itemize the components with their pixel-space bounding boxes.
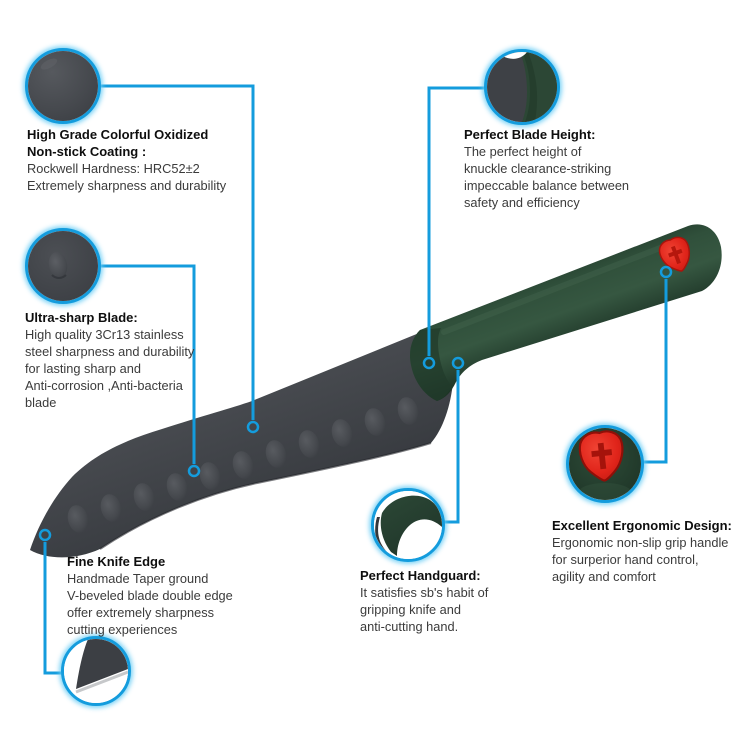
text-line: for surperior hand control, — [552, 552, 699, 567]
callout-circle-coating — [25, 48, 101, 124]
text-line: It satisfies sb's habit of — [360, 585, 489, 600]
text-line: High quality 3Cr13 stainless — [25, 327, 184, 342]
text-line: The perfect height of — [464, 144, 582, 159]
granton-dimples — [67, 397, 419, 533]
connector-dot-handguard — [451, 356, 465, 370]
callout-text-handguard: Perfect Handguard: It satisfies sb's hab… — [360, 567, 488, 635]
text-line: safety and efficiency — [464, 195, 580, 210]
callout-text-blade-height: Perfect Blade Height: The perfect height… — [464, 126, 629, 211]
callout-body: It satisfies sb's habit of gripping knife… — [360, 584, 488, 635]
blade-coating-closeup-icon — [28, 51, 98, 121]
brand-shield-logo — [658, 236, 690, 272]
connector-line-coating — [101, 84, 255, 420]
text-line: Anti-corrosion ,Anti-bacteria — [25, 378, 183, 393]
handle-shield-logo-closeup-icon — [569, 428, 641, 500]
text-line: Rockwell Hardness: HRC52±2 — [27, 161, 200, 176]
text-line: blade — [25, 395, 57, 410]
callout-title: Fine Knife Edge — [67, 553, 233, 570]
text-line: Perfect Blade Height: — [464, 127, 596, 142]
callout-circle-handguard — [371, 488, 445, 562]
text-line: Non-stick Coating : — [27, 144, 147, 159]
text-line: Excellent Ergonomic Design: — [552, 518, 732, 533]
text-line: cutting experiences — [67, 622, 178, 637]
text-line: Ultra-sharp Blade: — [25, 310, 138, 325]
text-line: for lasting sharp and — [25, 361, 141, 376]
callout-text-ergonomic: Excellent Ergonomic Design: Ergonomic no… — [552, 517, 732, 585]
handle-sheen — [441, 238, 681, 335]
text-line: anti-cutting hand. — [360, 619, 459, 634]
text-line: offer extremely sharpness — [67, 605, 214, 620]
text-line: Extremely sharpness and durability — [27, 178, 227, 193]
callout-body: Ergonomic non-slip grip handle for surper… — [552, 534, 732, 585]
connector-line-blade-height — [427, 86, 484, 356]
text-line: Fine Knife Edge — [67, 554, 166, 569]
connector-line-ergonomic — [643, 279, 668, 464]
text-line: V-beveled blade double edge — [67, 588, 233, 603]
connector-lines — [43, 84, 668, 675]
blade-heel-handle-closeup-icon — [487, 52, 557, 122]
text-line: Handmade Taper ground — [67, 571, 209, 586]
connector-dot-blade-height — [422, 356, 436, 370]
blade-edge-line — [99, 442, 432, 550]
blade-dimple-closeup-icon — [28, 231, 98, 301]
connector-dot-ultra-sharp — [187, 464, 201, 478]
callout-body: The perfect height of knuckle clearance-s… — [464, 143, 629, 211]
connector-dots — [38, 265, 673, 542]
callout-title: Perfect Handguard: — [360, 567, 488, 584]
connector-dot-coating — [246, 420, 260, 434]
text-line: impeccable balance between — [464, 178, 630, 193]
callout-text-ultra-sharp: Ultra-sharp Blade: High quality 3Cr13 st… — [25, 309, 194, 411]
text-line: agility and comfort — [552, 569, 656, 584]
text-line: Perfect Handguard: — [360, 568, 481, 583]
callout-title: Perfect Blade Height: — [464, 126, 629, 143]
text-line: High Grade Colorful Oxidized — [27, 127, 209, 142]
handguard-bolster — [410, 328, 452, 401]
connector-line-handguard — [444, 370, 460, 524]
text-line: knuckle clearance-striking — [464, 161, 612, 176]
connector-dot-fine-edge — [38, 528, 52, 542]
connector-line-ultra-sharp — [101, 264, 196, 464]
connector-line-fine-edge — [43, 542, 61, 675]
callout-body: High quality 3Cr13 stainless steel sharpn… — [25, 326, 194, 411]
callout-circle-blade-height — [484, 49, 560, 125]
callout-circle-ergonomic — [566, 425, 644, 503]
handguard-closeup-icon — [374, 491, 442, 559]
knife-edge-bevel-closeup-icon — [64, 639, 128, 703]
callout-title: Ultra-sharp Blade: — [25, 309, 194, 326]
callout-title: Excellent Ergonomic Design: — [552, 517, 732, 534]
callout-circle-ultra-sharp — [25, 228, 101, 304]
callout-circle-fine-edge — [61, 636, 131, 706]
connector-dot-ergonomic — [659, 265, 673, 279]
knife-handle — [410, 224, 722, 401]
text-line: steel sharpness and durability — [25, 344, 195, 359]
text-line: gripping knife and — [360, 602, 462, 617]
text-line: Ergonomic non-slip grip handle — [552, 535, 729, 550]
